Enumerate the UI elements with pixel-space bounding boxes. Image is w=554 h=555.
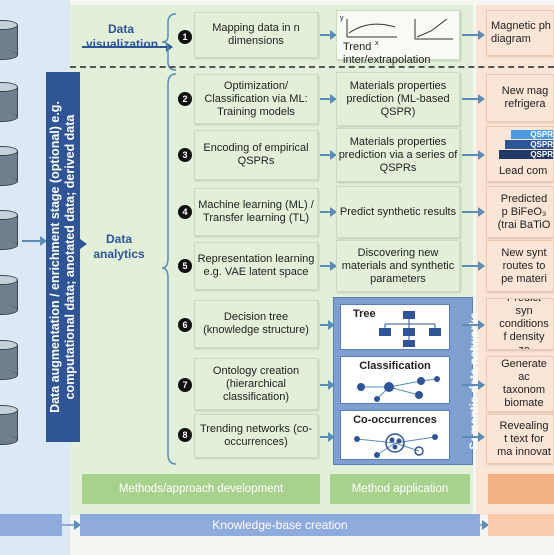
arrow-icon [462,432,485,442]
application-box: Predict synthetic results [336,186,460,238]
application-box: Materials properties prediction via a se… [336,128,460,182]
arrow-icon [320,150,337,160]
co-occurrences-label: Co-occurrences [353,414,437,426]
tree-diagram-icon [379,311,441,347]
arrow-icon [462,150,485,160]
step-number: 1 [178,30,192,44]
brace-icon [161,13,177,71]
method-box: Decision tree (knowledge structure) [194,300,318,348]
y-axis-label: y [340,15,344,22]
results-footer [488,474,554,504]
arrow-icon [320,380,335,390]
arrow-icon [462,30,485,40]
database-icon [0,275,18,315]
step-number: 8 [178,428,192,442]
arrow-icon [320,432,335,442]
database-icon [0,146,18,186]
application-box: Materials properties prediction (ML-base… [336,72,460,126]
result-box: Revealing t text for ma innovat [486,414,554,464]
arrow-icon [320,320,335,330]
section-divider [70,66,554,68]
classification-box: Classification [340,356,450,404]
application-box: Discovering new materials and synthetic … [336,240,460,292]
step-number: 3 [178,148,192,162]
method-box: Machine learning (ML) / Transfer learnin… [194,188,318,236]
classification-network-icon [357,376,440,402]
qspr-layer: QSPR [511,130,553,139]
result-box: Predicted p BiFeO₃ (trai BaTiO [486,186,554,238]
trend-chart-icon [346,18,453,40]
result-box: Generate ac taxonom biomate [486,356,554,412]
arrow-icon [462,94,485,104]
method-box: Encoding of empirical QSPRs [194,130,318,180]
results-footer-secondary [488,514,554,536]
arrow-icon [82,42,173,52]
arrow-icon [462,380,485,390]
step-number: 5 [178,259,192,273]
arrow-icon [462,261,485,271]
application-label: Trend inter/extrapolation [343,41,431,66]
brace-icon [161,73,177,465]
tree-label: Tree [353,308,376,320]
semantic-networks-panel: Semantic data networks Tree Classificati… [333,297,481,465]
result-box: Predict syn conditions f density ze [486,298,554,350]
arrow-icon [462,207,485,217]
arrow-icon [480,520,489,530]
arrow-icon [22,236,47,246]
step-number: 4 [178,205,192,219]
method-box: Representation learning e.g. VAE latent … [194,242,318,290]
qspr-layer: QSPR [499,150,553,159]
database-icon [0,82,18,122]
methods-footer: Methods/approach development [82,474,320,504]
result-label: Lead com [499,165,548,177]
result-box: New synt routes to pe materi [486,240,554,292]
result-box: Magnetic ph diagram [486,10,554,56]
arrow-icon [320,207,337,217]
database-icon [0,405,18,445]
arrow-icon [320,261,337,271]
step-number: 7 [178,378,192,392]
step-number: 6 [178,318,192,332]
x-axis-label: x [375,40,379,47]
classification-label: Classification [359,360,431,372]
database-icon [0,340,18,380]
tree-box: Tree [340,304,450,350]
co-occurrences-box: Co-occurrences [340,410,450,460]
arrow-icon [320,30,337,40]
augmentation-stage-bar: Data augmentation / enrichment stage (op… [46,72,80,442]
result-box: New mag refrigera [486,74,554,122]
augmentation-label: Data augmentation / enrichment stage (op… [48,101,77,413]
result-box: QSPR QSPR QSPR Lead com [486,126,554,182]
database-icon [0,20,18,60]
step-number: 2 [178,92,192,106]
application-footer: Method application [330,474,470,504]
method-box: Ontology creation (hierarchical classifi… [194,358,318,410]
analytics-label: Data analytics [93,232,145,261]
knowledge-base-bar: Knowledge-base creation [80,514,480,536]
arrow-icon [320,94,337,104]
left-footer-bar [0,514,62,536]
method-box: Mapping data in n dimensions [194,12,318,58]
method-box: Trending networks (co-occurrences) [194,414,318,458]
application-box: y x Trend inter/extrapolation [336,10,460,66]
qspr-layer: QSPR [505,140,553,149]
arrow-icon [62,520,81,530]
co-occurrence-network-icon [354,433,438,458]
database-icon [0,210,18,250]
arrow-icon [462,320,485,330]
method-box: Optimization/ Classification via ML: Tra… [194,74,318,124]
